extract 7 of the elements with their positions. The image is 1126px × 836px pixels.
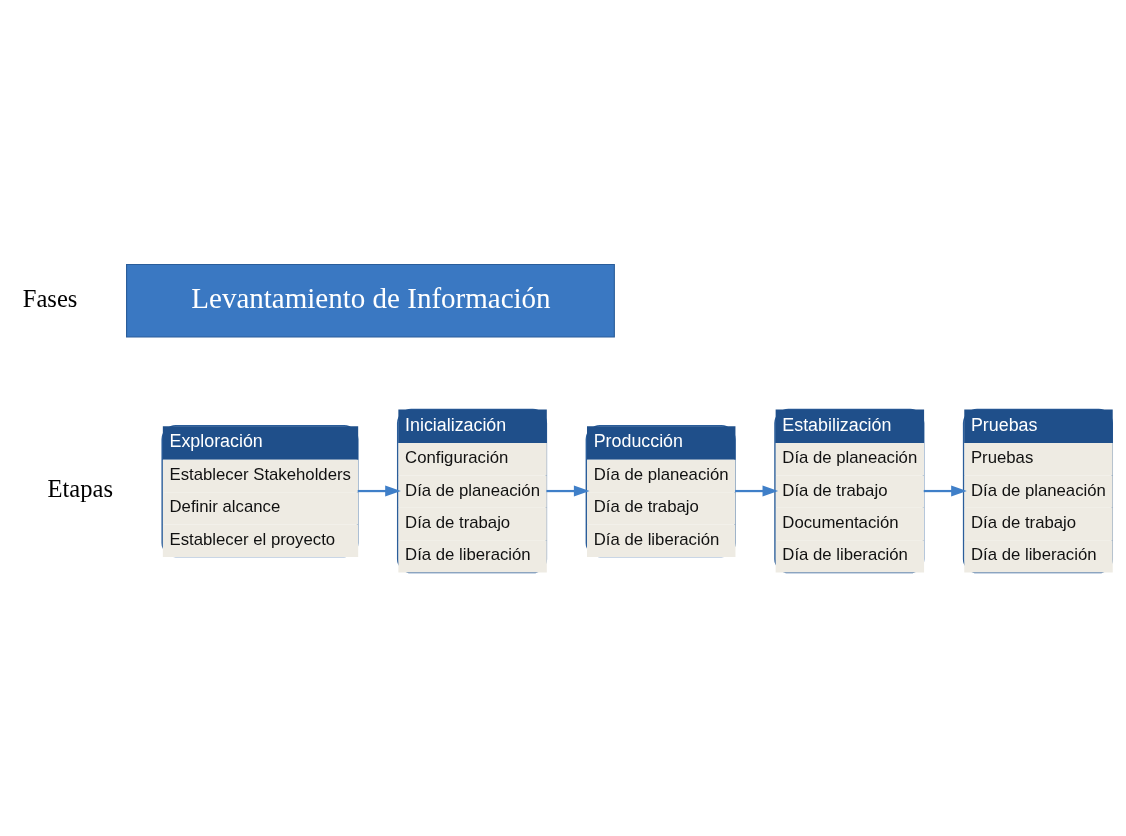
- label: Etapas: [47, 474, 113, 502]
- label: Fases: [22, 284, 78, 312]
- arrow: [923, 485, 967, 497]
- arrow: [357, 485, 401, 497]
- node-box: Levantamiento de Información: [126, 263, 615, 338]
- arrow: [735, 485, 779, 497]
- arrow: [546, 485, 590, 497]
